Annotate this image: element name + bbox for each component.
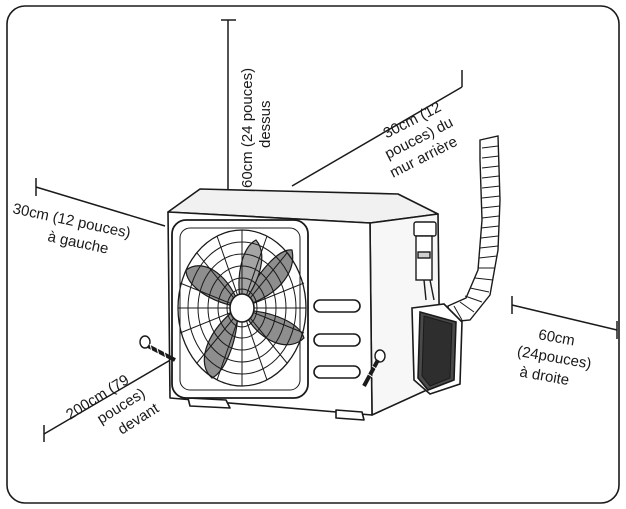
dimension-rear xyxy=(291,70,463,187)
connection-cover xyxy=(411,303,463,395)
fan-grille xyxy=(177,229,307,387)
vent-slots xyxy=(313,299,361,379)
anchor-bolt-right xyxy=(362,349,386,387)
label-top-line2: dessus xyxy=(257,100,274,148)
label-top-line1: 60cm (24 pouces) xyxy=(239,68,256,188)
service-valves xyxy=(413,221,437,301)
label-right-line1: 60cm xyxy=(537,326,576,349)
fan-bezel-inner xyxy=(179,227,301,391)
dimension-right xyxy=(511,296,618,339)
anchor-bolt-left xyxy=(139,335,176,362)
label-top-clearance: 60cm (24 pouces) dessus xyxy=(239,68,274,188)
dimension-left xyxy=(35,178,166,227)
unit-foot-right xyxy=(335,409,365,421)
fan-hub xyxy=(229,293,255,323)
unit-foot-left xyxy=(187,397,231,409)
outdoor-unit xyxy=(167,188,441,421)
